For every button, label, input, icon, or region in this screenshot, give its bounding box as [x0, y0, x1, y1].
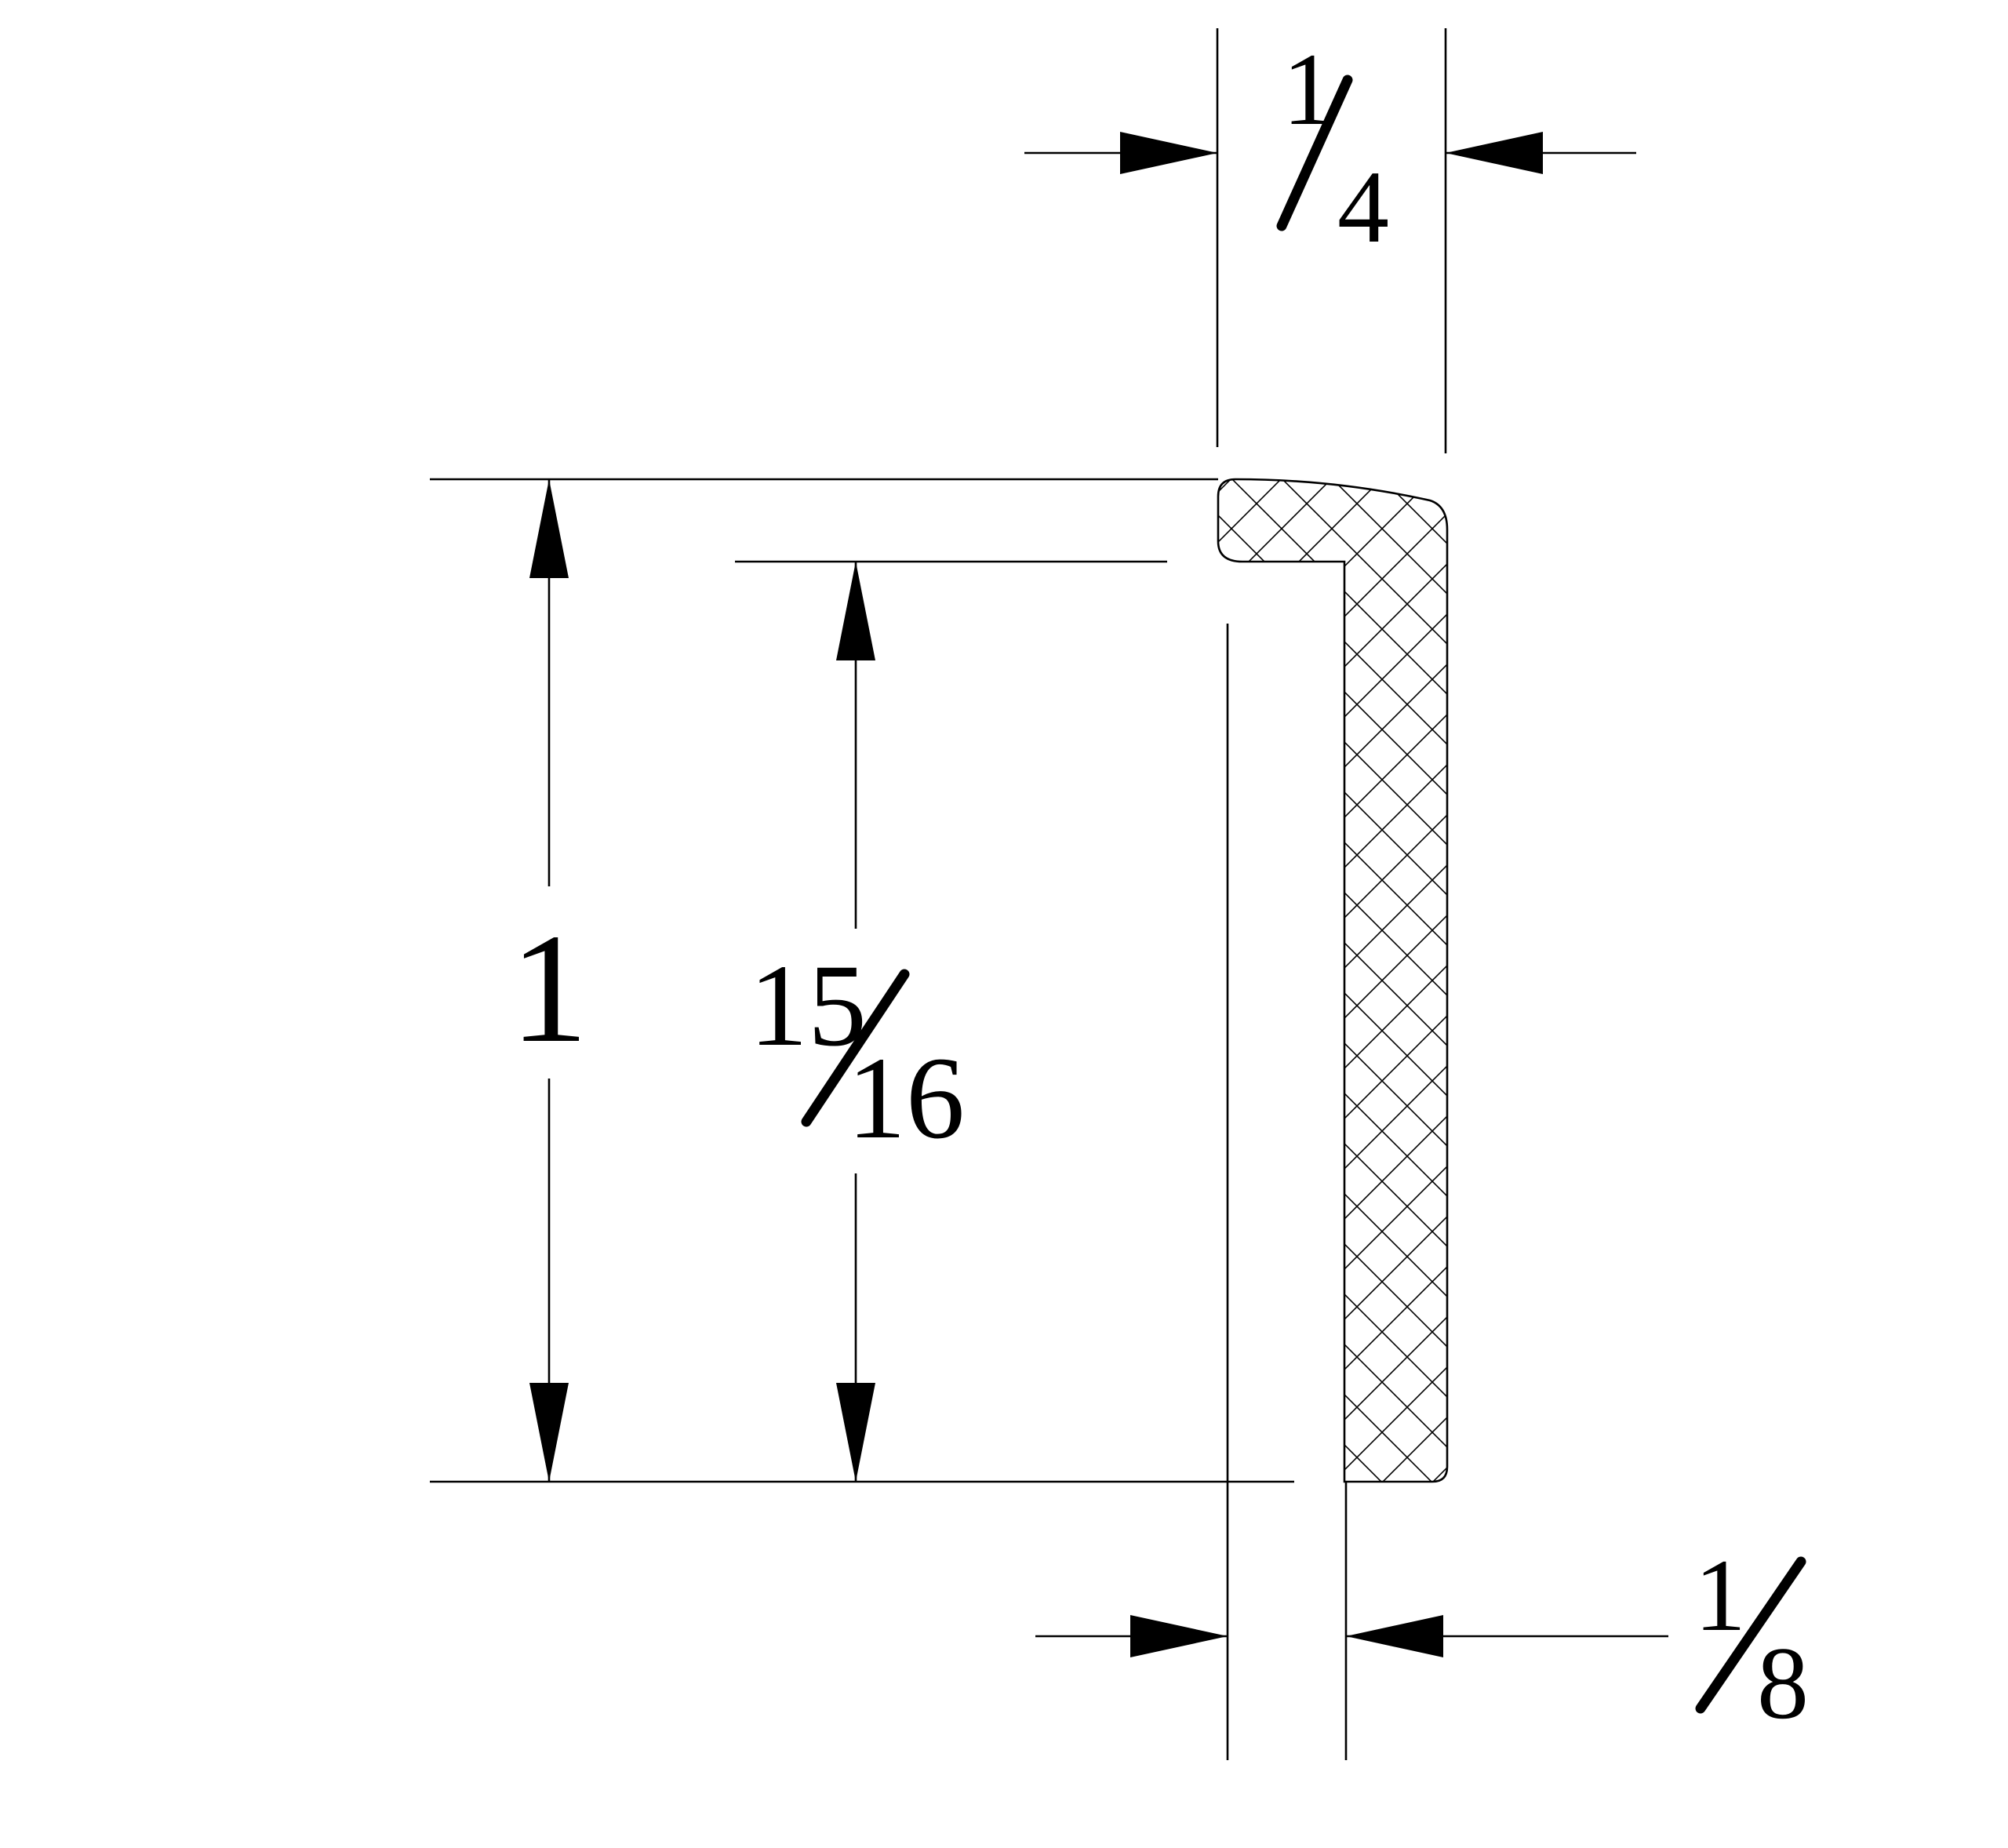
hatch-line — [1218, 479, 1447, 1482]
hatch-line — [1218, 479, 1447, 1482]
hatch-line — [1218, 479, 1447, 1482]
hatch-line — [1218, 479, 1447, 1482]
dimension-inner-height: 15 16 — [735, 560, 1167, 1482]
hatch-line — [1218, 479, 1447, 1482]
dim-fraction-slash — [801, 969, 910, 1127]
hatch-line — [1218, 479, 1447, 1482]
hatch-line — [1218, 479, 1281, 1482]
hatch-line — [1218, 479, 1447, 1482]
hatch-line — [1395, 479, 1447, 1482]
hatch-line — [1218, 479, 1447, 1482]
hatch-line — [1218, 479, 1447, 1482]
hatch-line — [0, 0, 929, 1848]
hatch-line — [1218, 479, 1447, 1482]
dim-numerator: 1 — [1694, 1537, 1746, 1653]
hatch-line — [1218, 479, 1447, 1482]
hatch-line — [1218, 479, 1447, 1482]
hatch-line — [1218, 479, 1447, 1482]
arrowhead — [1120, 132, 1217, 174]
dimension-overall-height: 1 — [430, 478, 1294, 1483]
hatch-line — [1218, 479, 1447, 1482]
hatch-line — [1218, 479, 1447, 1482]
hatch-line — [1218, 479, 1447, 1482]
dimension-thickness: 1 8 — [1035, 624, 1809, 1760]
hatch-line — [1218, 479, 1447, 1482]
arrowhead — [1446, 132, 1543, 174]
hatch-line — [1218, 479, 1447, 1482]
hatch-line — [1295, 479, 1447, 1482]
hatch-line — [1218, 479, 1447, 1482]
arrowhead — [836, 562, 875, 660]
hatch-line — [1218, 479, 1447, 1482]
dim-value: 1 — [510, 902, 588, 1075]
hatch-line — [1218, 479, 1447, 1482]
hatch-line — [1218, 479, 1447, 1482]
hatch-line — [1218, 479, 1447, 1482]
arrowhead — [529, 1383, 569, 1482]
hatch-line — [1218, 479, 1447, 1482]
hatch-line — [1218, 479, 1447, 1482]
dim-fraction-slash — [1695, 1556, 1806, 1714]
hatch-line — [1218, 479, 1447, 1482]
dim-numerator: 15 — [749, 940, 867, 1071]
hatch-line — [1218, 479, 1447, 1482]
hatch-line — [1218, 479, 1447, 1482]
hatch-line — [1218, 479, 1447, 1482]
hatch-line — [1218, 479, 1431, 1482]
hatch-line — [1218, 479, 1381, 1482]
hatch-line — [1218, 479, 1447, 1482]
hatch-line — [1218, 479, 1447, 1482]
dimension-top-width: 1 4 — [1024, 28, 1636, 453]
arrowhead — [836, 1383, 875, 1482]
hatch-line — [1218, 479, 1447, 1482]
arrowhead — [1130, 1615, 1228, 1657]
hatch-line — [0, 0, 728, 1848]
hatch-line — [1218, 479, 1447, 1482]
hatch-line — [1218, 479, 1231, 1482]
hatch-line — [1218, 479, 1447, 1482]
hatch-line — [1218, 479, 1447, 1482]
hatch-line — [1218, 479, 1331, 1482]
hatch-line — [1218, 479, 1447, 1482]
hatch-line — [0, 0, 828, 1848]
hatch-line — [1218, 479, 1447, 1482]
hatch-line — [1218, 479, 1447, 1482]
hatch-line — [0, 0, 1180, 1848]
hatch-line — [1218, 479, 1447, 1482]
hatch-line — [1218, 479, 1447, 1482]
hatch-line — [1218, 479, 1447, 1482]
hatch-line — [1218, 479, 1447, 1482]
hatch-line — [1218, 479, 1447, 1482]
hatch-line — [1218, 479, 1447, 1482]
hatch-line — [1218, 479, 1447, 1482]
hatch-line — [1218, 479, 1447, 1482]
hatch-line — [1218, 479, 1447, 1482]
hatch-line — [0, 0, 979, 1848]
hatch-line — [0, 0, 878, 1848]
hatch-line — [0, 0, 778, 1848]
hatch-line — [1218, 479, 1447, 1482]
hatch-line — [1218, 479, 1447, 1482]
hatch-line — [1218, 479, 1447, 1482]
dim-denominator: 4 — [1337, 149, 1389, 264]
dim-fraction-slash — [1276, 75, 1353, 231]
hatch-line — [1218, 479, 1447, 1482]
hatch-line — [1218, 479, 1447, 1482]
hatch-line — [1218, 479, 1447, 1482]
hatch-line — [1218, 479, 1447, 1482]
hatch-line — [1218, 479, 1447, 1482]
hatch-line — [1218, 479, 1447, 1482]
hatch-line — [1218, 479, 1447, 1482]
profile-outline — [1217, 478, 1449, 1483]
arrowhead — [1346, 1615, 1443, 1657]
hatch-line — [1218, 479, 1447, 1482]
hatch-line — [1218, 479, 1447, 1482]
dim-denominator: 8 — [1757, 1625, 1809, 1741]
dim-denominator: 16 — [847, 1033, 965, 1163]
arrowhead — [529, 479, 569, 578]
hatch-line — [1218, 479, 1447, 1482]
